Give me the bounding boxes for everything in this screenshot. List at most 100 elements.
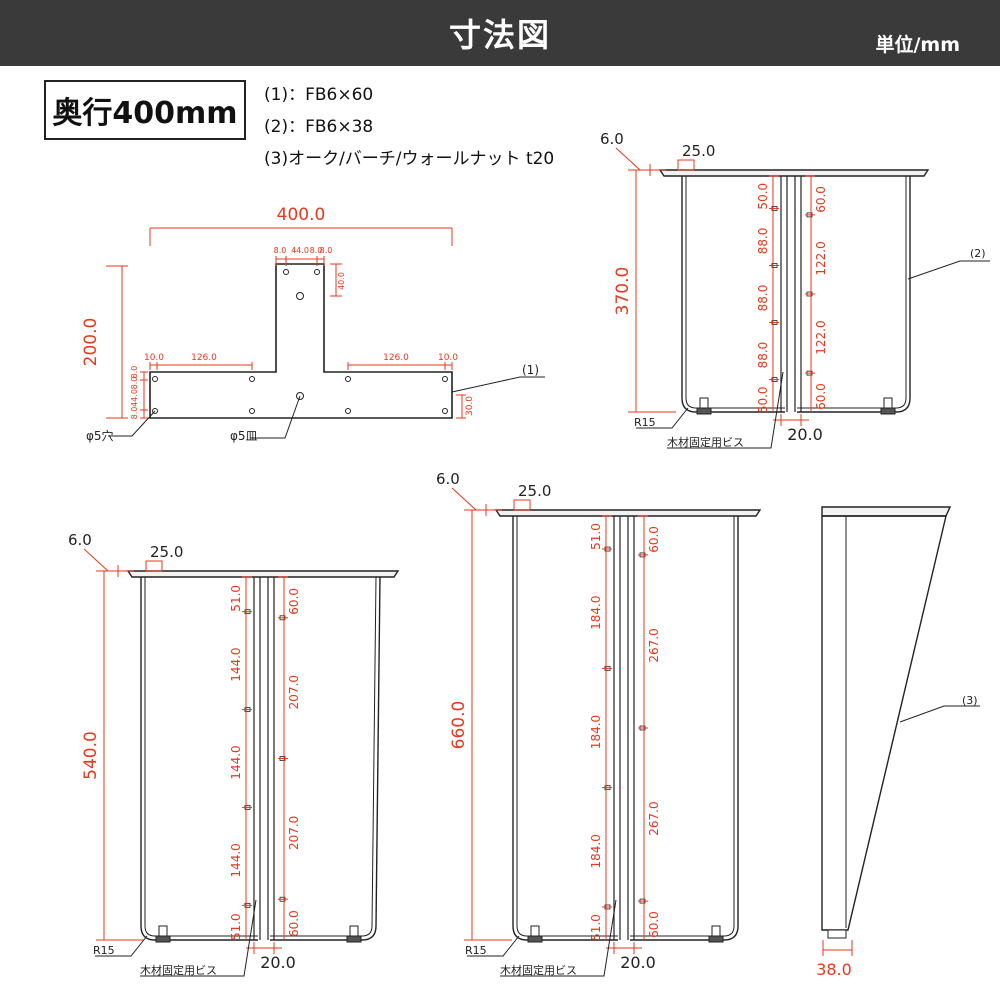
leg-radius-leader <box>636 407 689 429</box>
leg-left-dim-4: 144.0 <box>229 843 243 877</box>
plate-hole <box>345 376 351 382</box>
plate-hole <box>249 376 255 382</box>
leg-right-dim-4: 60.0 <box>814 383 828 410</box>
plate-left-dim-b: 126.0 <box>191 353 217 363</box>
leg-right-dim-1: 60.0 <box>287 588 301 615</box>
leg-screw-label: 木材固定用ビス <box>500 963 577 977</box>
leg-bottom-dim: 20.0 <box>620 953 656 972</box>
plate-countersink-label: φ5皿 <box>230 429 258 443</box>
leg-frame <box>681 176 911 413</box>
flat-plate-drawing: 400.0 200.0 8.0 44.0 8.0 8.0 40.0 10.0 1… <box>81 205 545 443</box>
leg-left-dim-1: 50.0 <box>756 183 770 210</box>
leg-height-dim: 370.0 <box>613 267 633 316</box>
leg-left-dim-4: 88.0 <box>756 342 770 369</box>
leg-right-dim-3: 207.0 <box>287 816 301 850</box>
leg-left-dim-5: 50.0 <box>756 386 770 413</box>
leg-adjuster-foot <box>530 925 540 937</box>
leg-screw-label: 木材固定用ビス <box>667 435 744 449</box>
leg-right-dim-3: 267.0 <box>647 801 661 835</box>
leg-top-width-dim: 25.0 <box>150 543 183 561</box>
side-view-drawing: (3) 38.0 <box>816 506 980 979</box>
leg-center-post <box>253 577 275 940</box>
leg-540-drawing: 6.025.0540.051.0144.0144.0144.051.060.02… <box>68 531 400 977</box>
leg-height-dim-line <box>96 570 144 941</box>
leg-left-dim-1: 51.0 <box>589 523 603 550</box>
leg-top-width-dim: 25.0 <box>682 142 715 160</box>
leg-right-dim-3: 122.0 <box>814 320 828 354</box>
plate-hole-label: φ5穴 <box>86 428 114 443</box>
leg-height-dim-line <box>628 169 676 413</box>
leg-top-width-mark <box>513 499 531 511</box>
leg-screw-label: 木材固定用ビス <box>140 963 217 977</box>
plate-top-dim-4: 8.0 <box>320 246 333 255</box>
leg-adjuster-foot <box>711 925 721 937</box>
side-callout: (3) <box>962 694 978 707</box>
leg-top-board <box>494 509 762 517</box>
plate-right-dim-a: 126.0 <box>383 353 409 363</box>
leg-adjuster-foot <box>527 935 543 943</box>
leg-callout-leader <box>907 260 990 280</box>
leg-660-drawing: 6.025.0660.051.0184.0184.0184.051.060.02… <box>436 470 762 977</box>
leg-right-dim-1: 60.0 <box>814 186 828 213</box>
leg-adjuster-foot <box>346 935 362 943</box>
note-part-3: (3)オーク/バーチ/ウォールナット t20 <box>264 149 555 169</box>
leg-right-dim-1: 60.0 <box>647 526 661 553</box>
leg-frame <box>512 516 739 941</box>
plate-hole <box>314 269 320 275</box>
leg-bottom-dim: 20.0 <box>787 425 823 444</box>
leg-bottom-dim-line <box>246 942 282 954</box>
plate-left-side-dim-3: 8.0 <box>130 377 139 390</box>
leg-top-board <box>658 169 930 177</box>
leg-adjuster-foot <box>708 935 724 943</box>
leg-370-drawing: 6.025.0370.050.088.088.088.050.060.0122.… <box>600 130 990 449</box>
leg-right-dim-2: 267.0 <box>647 628 661 662</box>
leg-adjuster-foot <box>155 935 171 943</box>
leg-left-dim-5: 51.0 <box>229 913 243 940</box>
leg-top-width-mark <box>677 159 695 171</box>
leg-adjuster-foot <box>696 407 712 415</box>
page-title: 寸法図 <box>448 16 551 54</box>
leg-radius-label: R15 <box>465 944 487 957</box>
leg-center-post <box>613 516 635 940</box>
plate-top-side-dim: 40.0 <box>337 272 346 290</box>
leg-top-width-dim: 25.0 <box>518 482 551 500</box>
leg-adjuster-foot <box>158 925 168 937</box>
leg-adjuster-foot <box>883 397 893 409</box>
plate-hole <box>345 408 351 414</box>
leg-left-dim-2: 88.0 <box>756 228 770 255</box>
side-foot <box>827 929 847 939</box>
plate-callout: (1) <box>522 363 539 377</box>
leg-frame-inner <box>144 576 377 937</box>
leg-frame-inner <box>516 516 735 937</box>
plate-top-dim-3: 8.0 <box>310 246 323 255</box>
leg-offset-dim-line <box>451 487 496 516</box>
leg-bottom-dim-line <box>606 942 642 954</box>
leg-radius-leader <box>467 935 520 957</box>
leg-screw-leader <box>667 371 784 449</box>
leg-adjuster-foot <box>699 397 709 409</box>
leg-left-dim-1: 51.0 <box>229 585 243 612</box>
plate-countersink <box>296 292 304 300</box>
leg-radius-label: R15 <box>634 416 656 429</box>
plate-left-side-dim-2: 44.0 <box>130 389 139 407</box>
leg-screw-leader <box>140 899 257 977</box>
leg-left-dim-2: 184.0 <box>589 596 603 630</box>
leg-left-dim-5: 51.0 <box>589 914 603 941</box>
plate-hole <box>442 408 448 414</box>
leg-height-dim-line <box>464 509 512 941</box>
leg-top-offset-dim: 6.0 <box>436 470 460 488</box>
plate-top-dim-1: 8.0 <box>274 246 287 255</box>
note-part-1: (1)：FB6×60 <box>264 85 374 105</box>
leg-height-dim: 660.0 <box>449 701 469 750</box>
header-bar: 寸法図 単位/mm <box>0 0 1000 66</box>
leg-frame <box>140 576 381 941</box>
plate-top-dim-2: 44.0 <box>291 246 309 255</box>
plate-right-dim-b: 10.0 <box>438 353 458 363</box>
leg-callout: (2) <box>970 247 986 260</box>
leg-adjuster-foot <box>880 407 896 415</box>
note-part-2: (2)：FB6×38 <box>264 117 374 137</box>
plate-hole <box>152 376 158 382</box>
leg-offset-dim-line <box>615 147 660 176</box>
plate-hole <box>283 269 289 275</box>
